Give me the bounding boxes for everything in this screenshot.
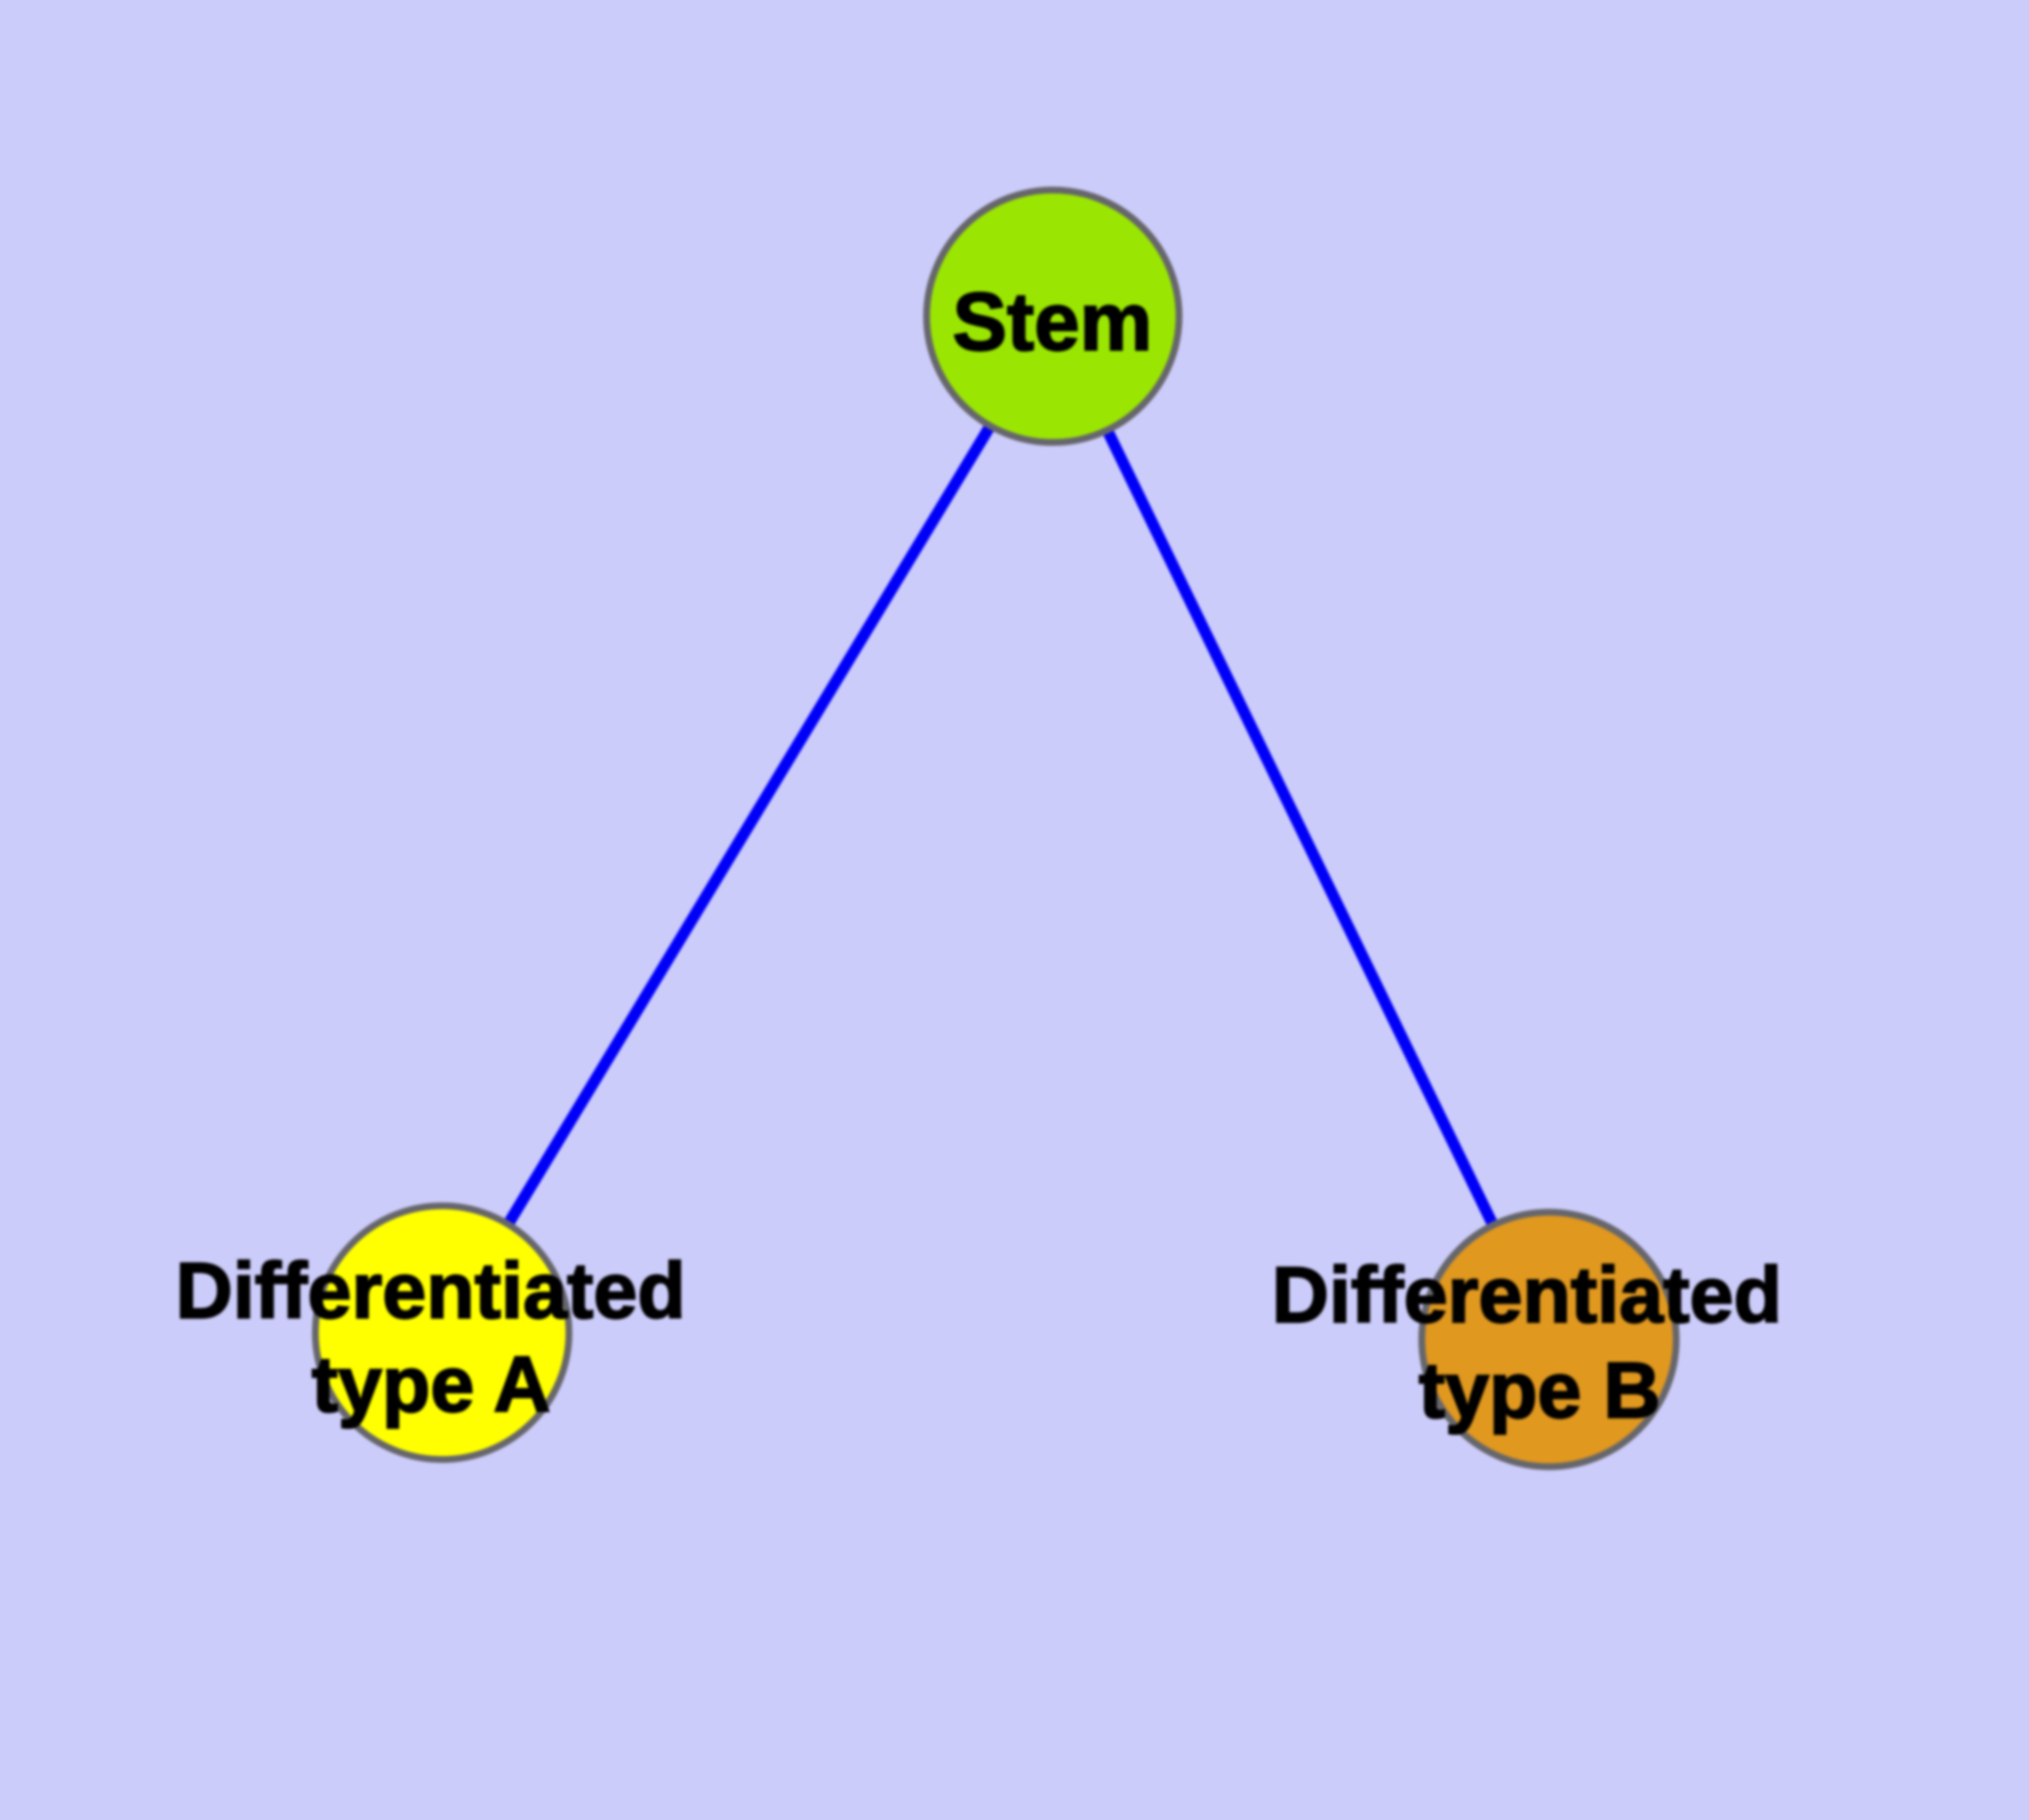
svg-text:Differentiated: Differentiated	[1272, 1251, 1781, 1339]
svg-text:Differentiated: Differentiated	[175, 1246, 685, 1335]
svg-text:Stem: Stem	[952, 277, 1152, 369]
svg-text:type B: type B	[1419, 1346, 1660, 1434]
svg-text:type A: type A	[311, 1340, 551, 1428]
